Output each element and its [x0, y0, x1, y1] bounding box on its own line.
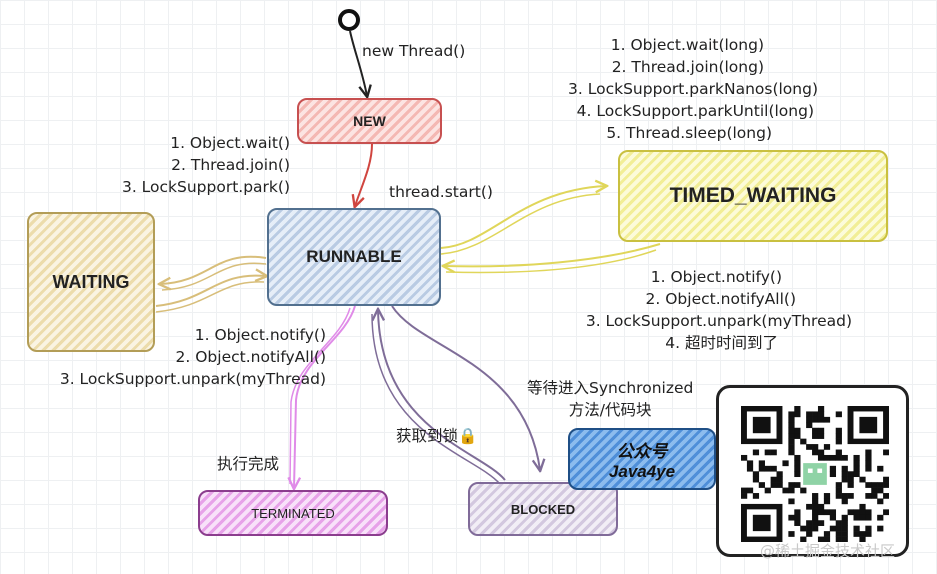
state-blocked: BLOCKED: [468, 482, 618, 536]
arrow-runnable-to-waiting-2: [161, 262, 267, 291]
arrow-runnable-to-timed: [440, 186, 606, 249]
list-to-waiting: 1. Object.wait() 2. Thread.join() 3. Loc…: [98, 132, 290, 198]
arrow-runnable-to-waiting: [160, 255, 267, 284]
arrow-start-to-new: [349, 30, 367, 96]
label-new-thread: new Thread(): [362, 40, 465, 62]
list-from-timed-waiting: 1. Object.notify() 2. Object.notifyAll()…: [566, 266, 852, 354]
label-finished-text: 执行完成: [217, 455, 280, 473]
state-timed-waiting: TIMED_WAITING: [618, 150, 888, 242]
label-wait-synchronized: 等待进入Synchronized 方法/代码块: [527, 377, 693, 421]
arrow-new-to-runnable: [355, 143, 373, 206]
arrow-runnable-to-terminated: [294, 305, 356, 488]
state-terminated-label: TERMINATED: [251, 505, 335, 521]
list-to-waiting-item: 1. Object.wait(): [170, 134, 290, 152]
label-finished: 执行完成: [217, 453, 279, 475]
label-thread-start: thread.start(): [389, 181, 493, 203]
list-to-timed-item: 5. Thread.sleep(long): [606, 124, 772, 142]
arrow-timed-to-runnable: [444, 243, 661, 266]
list-from-waiting-item: 2. Object.notifyAll(): [175, 348, 326, 366]
label-acquire-lock-text: 获取到锁🔒: [396, 427, 478, 445]
list-from-waiting: 1. Object.notify() 2. Object.notifyAll()…: [40, 324, 326, 390]
label-wait-synchronized-line2: 方法/代码块: [568, 401, 652, 419]
state-runnable: RUNNABLE: [267, 208, 441, 306]
arrow-timed-to-runnable-2: [445, 249, 657, 274]
state-blocked-label: BLOCKED: [510, 501, 576, 517]
list-from-timed-item: 4. 超时时间到了: [665, 334, 778, 352]
arrow-waiting-to-runnable-2: [155, 281, 265, 313]
arrow-waiting-to-runnable: [155, 276, 266, 307]
list-to-timed-item: 1. Object.wait(long): [610, 36, 764, 54]
list-to-waiting-item: 2. Thread.join(): [171, 156, 290, 174]
list-to-timed-item: 2. Thread.join(long): [611, 58, 764, 76]
qr-code-card: [716, 385, 909, 557]
list-from-waiting-item: 3. LockSupport.unpark(myThread): [59, 370, 326, 388]
list-to-timed-item: 3. LockSupport.parkNanos(long): [568, 80, 818, 98]
label-thread-start-text: thread.start(): [389, 183, 493, 201]
promo-line1: 公众号: [616, 441, 668, 461]
arrow-runnable-to-timed-2: [440, 193, 601, 255]
arrow-runnable-to-terminated-2: [289, 307, 351, 485]
list-from-timed-item: 2. Object.notifyAll(): [645, 290, 796, 308]
list-from-timed-item: 1. Object.notify(): [650, 268, 782, 286]
list-to-waiting-item: 3. LockSupport.park(): [121, 178, 290, 196]
arrow-blocked-to-runnable: [378, 310, 506, 481]
label-new-thread-text: new Thread(): [362, 42, 466, 60]
promo-box: 公众号 Java4ye: [568, 428, 716, 490]
state-timed-waiting-label: TIMED_WAITING: [669, 184, 837, 207]
state-runnable-label: RUNNABLE: [306, 247, 402, 266]
state-terminated: TERMINATED: [198, 490, 388, 536]
state-new: NEW: [297, 98, 442, 144]
promo-line2: Java4ye: [608, 461, 676, 481]
list-to-timed-waiting: 1. Object.wait(long) 2. Thread.join(long…: [538, 34, 818, 144]
list-from-waiting-item: 1. Object.notify(): [194, 326, 326, 344]
list-from-timed-item: 3. LockSupport.unpark(myThread): [585, 312, 852, 330]
arrow-blocked-to-runnable-2: [371, 313, 501, 485]
arrow-runnable-to-blocked: [391, 305, 540, 470]
state-new-label: NEW: [353, 113, 386, 129]
label-acquire-lock: 获取到锁🔒: [396, 425, 477, 447]
label-wait-synchronized-line1: 等待进入Synchronized: [527, 379, 694, 397]
qr-code-icon: [741, 406, 889, 542]
state-waiting: WAITING: [27, 212, 155, 352]
start-node-icon: [338, 9, 360, 31]
watermark: @稀土掘金技术社区: [760, 542, 896, 560]
state-waiting-label: WAITING: [52, 271, 130, 292]
list-to-timed-item: 4. LockSupport.parkUntil(long): [576, 102, 814, 120]
